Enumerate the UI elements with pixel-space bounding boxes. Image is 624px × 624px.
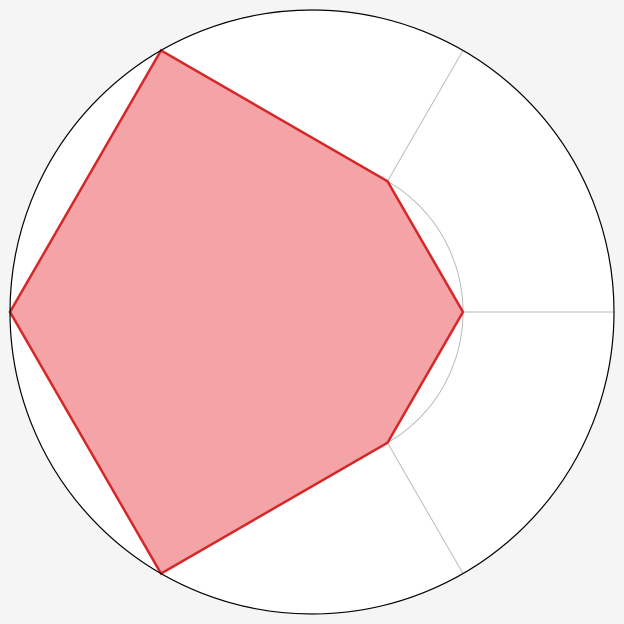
outer-ring <box>9 9 615 615</box>
